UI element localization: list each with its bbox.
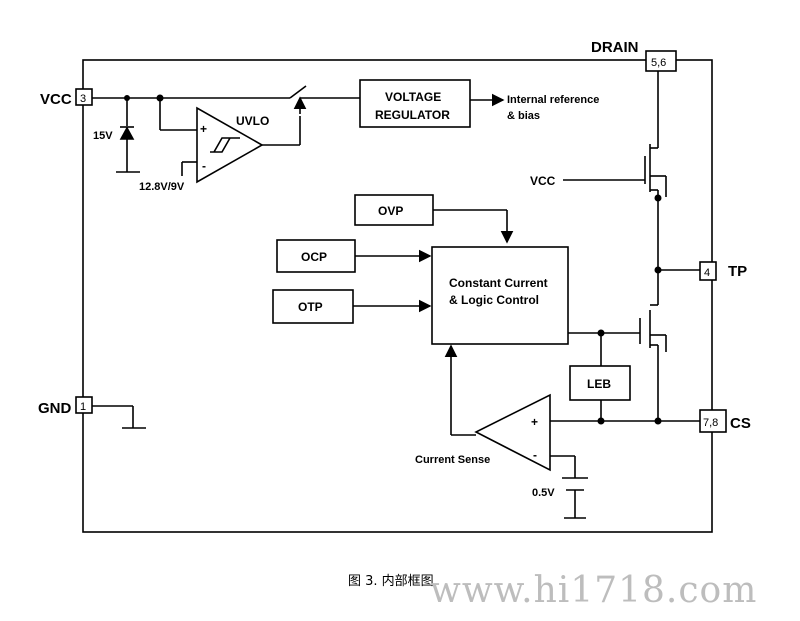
junction-dots	[124, 94, 662, 425]
pin-vcc-number: 3	[80, 93, 86, 105]
figure-caption: 图 3. 内部框图	[348, 573, 434, 589]
voltage-regulator-label-1: VOLTAGE	[385, 90, 441, 104]
ref-voltage-label: 0.5V	[532, 487, 555, 499]
gate-vcc-label: VCC	[530, 174, 556, 188]
pin-gnd-number: 1	[80, 401, 86, 413]
vcc-pin-box	[75, 88, 93, 106]
internal-ref-label-1: Internal reference	[507, 94, 599, 106]
tp-pin-box	[699, 261, 717, 281]
uvlo-label: UVLO	[236, 114, 269, 128]
watermark: www.hi1718.com	[430, 570, 757, 611]
uvlo-plus-sign: +	[200, 122, 207, 136]
gnd-pin-box	[75, 396, 93, 414]
uvlo-threshold-label: 12.8V/9V	[139, 181, 185, 193]
leb-label: LEB	[587, 377, 611, 391]
voltage-regulator-label-2: REGULATOR	[375, 108, 450, 122]
current-sense-label: Current Sense	[415, 454, 490, 466]
zener-voltage-label: 15V	[93, 130, 113, 142]
pin-vcc-label: VCC	[40, 91, 72, 108]
ocp-label: OCP	[301, 250, 327, 264]
chip-outline	[82, 59, 713, 533]
pin-tp-number: 4	[704, 267, 710, 279]
otp-label: OTP	[298, 300, 323, 314]
pin-drain-label: DRAIN	[591, 39, 639, 56]
pin-drain-number: 5,6	[651, 57, 666, 69]
pin-cs-label: CS	[730, 415, 751, 432]
cs-plus-sign: +	[531, 415, 538, 429]
ovp-label: OVP	[378, 204, 403, 218]
pin-tp-label: TP	[728, 263, 747, 280]
pin-gnd-label: GND	[38, 400, 72, 417]
uvlo-minus-sign: -	[202, 159, 206, 173]
logic-label-2: & Logic Control	[449, 293, 539, 307]
internal-ref-label-2: & bias	[507, 110, 540, 122]
cs-minus-sign: -	[533, 448, 537, 462]
drain-pin-box	[645, 50, 677, 72]
logic-label-1: Constant Current	[449, 276, 548, 290]
pin-cs-number: 7,8	[703, 417, 718, 429]
